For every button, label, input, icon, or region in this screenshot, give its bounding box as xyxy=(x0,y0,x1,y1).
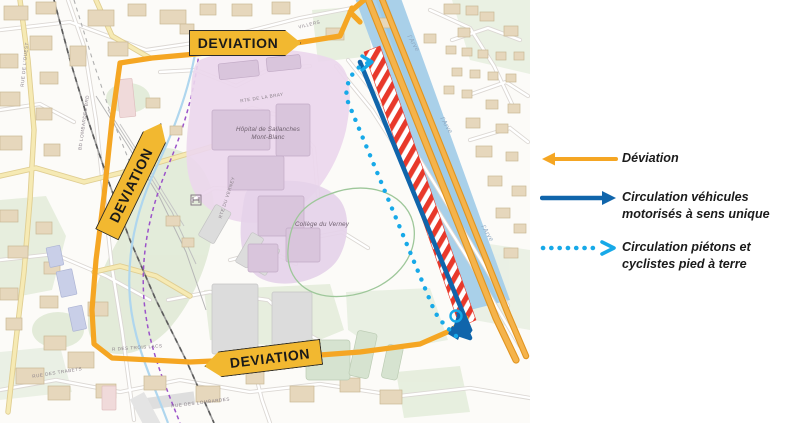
legend-text-vehicles: Circulation véhicules motorisés à sens u… xyxy=(622,190,770,221)
map-legend: Déviation Circulation véhicules motorisé… xyxy=(539,150,795,289)
legend-row-vehicles: Circulation véhicules motorisés à sens u… xyxy=(539,189,795,222)
arrow-right-dotted-cyan-icon xyxy=(540,239,622,261)
hospital-marker xyxy=(190,194,202,206)
buildings xyxy=(0,1,527,411)
pedestrian-route xyxy=(344,54,463,339)
legend-row-deviation: Déviation xyxy=(540,150,795,172)
railway xyxy=(53,0,215,423)
riverside-main-road xyxy=(364,0,530,364)
worksite-closed-section xyxy=(363,45,477,328)
legend-text-deviation: Déviation xyxy=(622,151,679,165)
legend-text-pedestrians: Circulation piétons et cyclistes pied à … xyxy=(622,240,751,271)
legend-row-pedestrians: Circulation piétons et cyclistes pied à … xyxy=(540,239,795,272)
arrow-left-orange-icon xyxy=(540,150,622,172)
arrow-right-blue-icon xyxy=(539,189,622,211)
sports-field xyxy=(287,187,415,298)
map-panel[interactable]: Hôpital de Sallanches Mont-Blanc Collège… xyxy=(0,0,530,423)
map-canvas xyxy=(0,0,530,423)
deviation-banner-top[interactable]: DEVIATION xyxy=(189,30,301,56)
vehicle-one-way-route xyxy=(357,59,473,341)
